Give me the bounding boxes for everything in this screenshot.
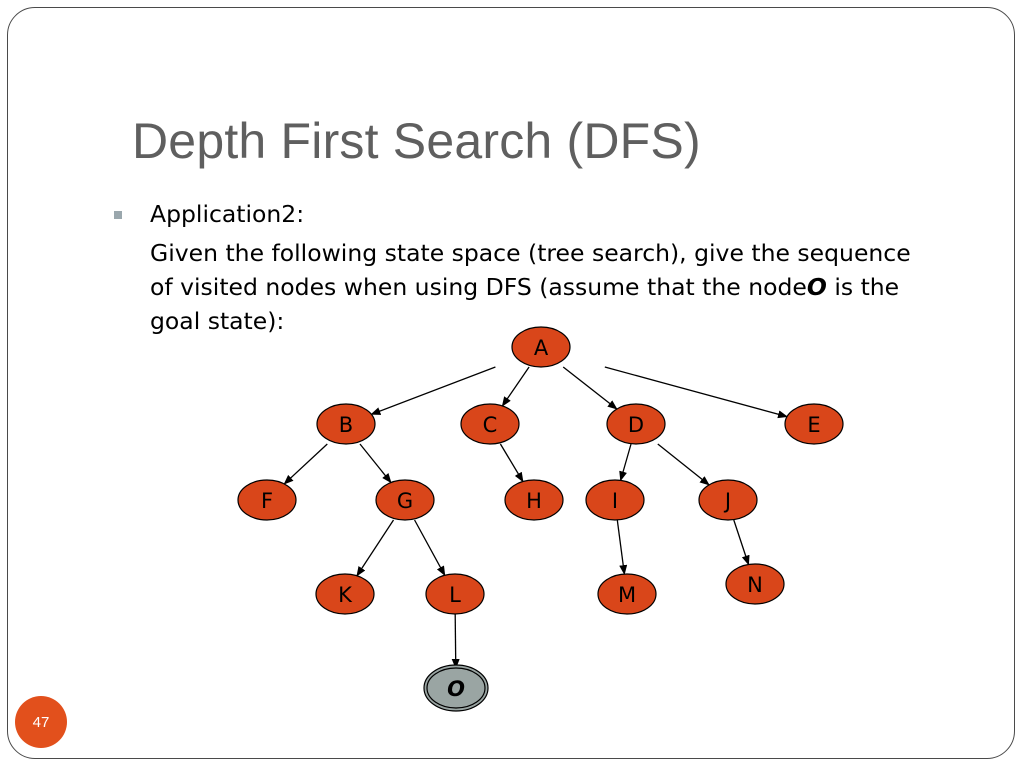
node-j: J: [698, 479, 758, 521]
page-number-badge: 47: [15, 696, 67, 748]
node-k-shape: [315, 573, 375, 615]
edge-d-j: [657, 443, 710, 486]
node-l-label: L: [449, 583, 461, 607]
node-c-label: C: [483, 413, 498, 437]
node-b-label: B: [339, 413, 353, 437]
node-c: C: [460, 403, 520, 445]
node-j-label: J: [723, 489, 731, 513]
node-k: K: [315, 573, 375, 615]
node-m-shape: [597, 573, 657, 615]
question-line-1: Given the following state space (tree se…: [150, 239, 911, 267]
node-m: M: [597, 573, 657, 615]
node-n-shape: [725, 563, 785, 605]
slide-frame: [7, 7, 1015, 759]
node-k-label: K: [338, 583, 353, 607]
bullet-marker: [114, 211, 122, 219]
node-l-shape: [425, 573, 485, 615]
node-h-shape: [504, 479, 564, 521]
bullet-label: Application2:: [150, 200, 305, 228]
question-line-3: goal state):: [150, 307, 285, 335]
edge-d-i: [619, 443, 632, 482]
question-line-2-start: of visited nodes when using DFS (assume …: [150, 273, 807, 301]
edge-b-f: [283, 443, 328, 485]
node-a-label: A: [534, 336, 549, 360]
node-d-shape: [606, 403, 666, 445]
node-g-shape: [375, 479, 435, 521]
edge-g-l: [414, 519, 446, 577]
edge-b-g: [359, 443, 392, 484]
node-b-shape: [316, 403, 376, 445]
node-o: O: [423, 664, 489, 712]
node-h-label: H: [526, 489, 542, 513]
node-o-shape: [426, 667, 486, 709]
edge-c-h: [499, 443, 524, 483]
goal-node-mention: O: [806, 273, 827, 301]
node-f-label: F: [261, 489, 273, 513]
edge-a-b: [370, 366, 496, 415]
node-e-shape: [784, 403, 844, 445]
node-o-label: O: [447, 677, 465, 701]
node-a: A: [511, 326, 571, 368]
node-i-label: I: [612, 489, 618, 513]
edge-a-d: [562, 366, 618, 410]
node-b: B: [316, 403, 376, 445]
node-j-shape: [698, 479, 758, 521]
node-n: N: [725, 563, 785, 605]
question-paragraph: Given the following state space (tree se…: [150, 236, 911, 338]
node-i-shape: [585, 479, 645, 521]
node-d-label: D: [628, 413, 644, 437]
question-line-2: of visited nodes when using DFS (assume …: [150, 270, 911, 304]
edge-a-c: [501, 366, 530, 407]
edge-a-e: [604, 366, 788, 419]
node-i: I: [585, 479, 645, 521]
node-n-label: N: [747, 573, 763, 597]
node-f: F: [237, 479, 297, 521]
node-m-label: M: [618, 583, 636, 607]
edge-g-k: [356, 519, 395, 577]
node-g-label: G: [397, 489, 413, 513]
node-f-shape: [237, 479, 297, 521]
node-e-label: E: [807, 413, 820, 437]
node-h: H: [504, 479, 564, 521]
node-a-shape: [511, 326, 571, 368]
node-d: D: [606, 403, 666, 445]
slide-title: Depth First Search (DFS): [132, 113, 701, 169]
node-e: E: [784, 403, 844, 445]
edge-i-m: [616, 519, 628, 576]
node-c-shape: [460, 403, 520, 445]
question-line-2-end: is the: [826, 273, 900, 301]
node-l: L: [425, 573, 485, 615]
edge-l-o: [451, 613, 460, 670]
node-g: G: [375, 479, 435, 521]
edge-j-n: [733, 519, 750, 566]
